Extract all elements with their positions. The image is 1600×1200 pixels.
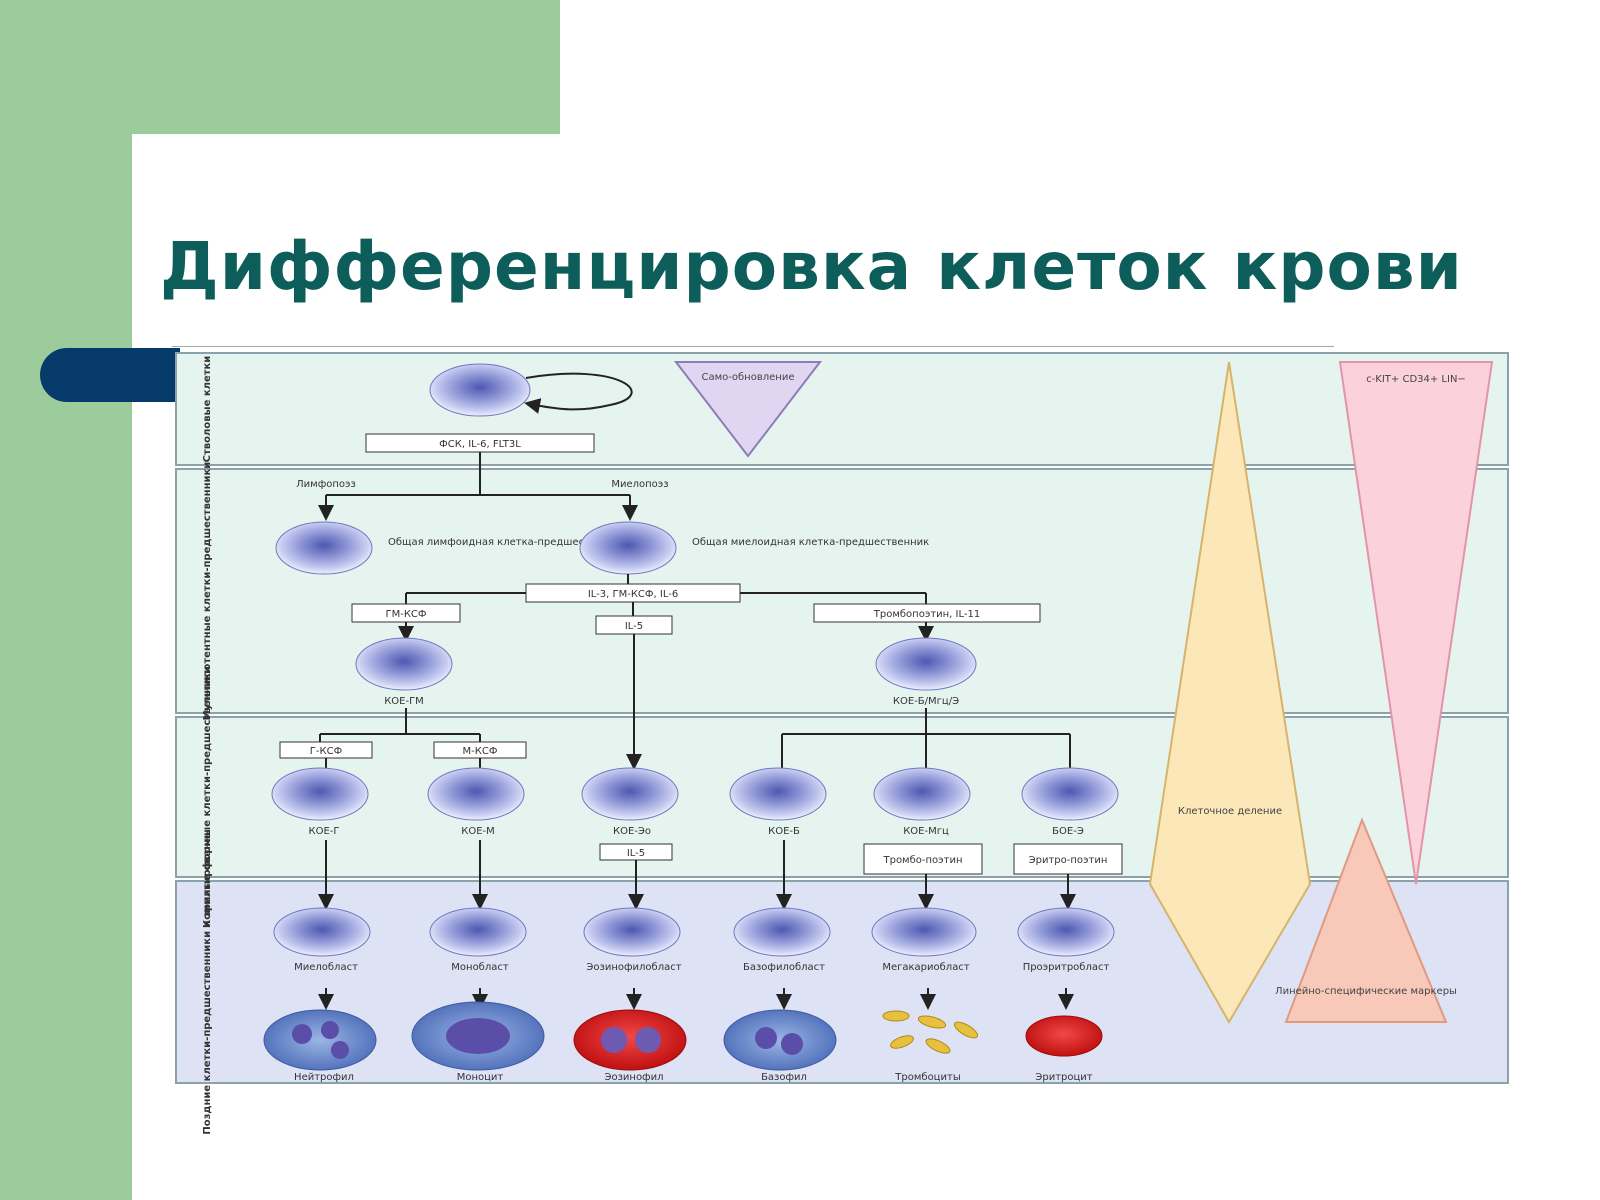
slide-title: Дифференцировка клеток крови <box>160 228 1463 305</box>
cfu-mk-label: КОЕ-Мгц <box>903 826 949 837</box>
bfu-e-cell <box>1021 767 1119 821</box>
cmp-label: Общая миелоидная клетка-предшественник <box>692 537 929 548</box>
gm-csf-label: ГМ-КСФ <box>385 609 426 620</box>
il3-label: IL-3, ГМ-КСФ, IL-6 <box>588 589 678 600</box>
neutrophil-label: Нейтрофил <box>294 1072 354 1083</box>
cfu-b-label: КОЕ-Б <box>768 826 800 837</box>
cfu-mk-cell <box>873 767 971 821</box>
navy-tab <box>40 348 180 402</box>
platelets-label: Тромбоциты <box>894 1072 960 1083</box>
megakaryoblast-cell <box>871 907 977 957</box>
cfu-g-cell <box>271 767 369 821</box>
stem-factors-label: ФСК, IL-6, FLT3L <box>439 439 521 450</box>
cfu-m-label: КОЕ-М <box>461 826 495 837</box>
basophil-cell <box>723 1009 837 1071</box>
erythropoietin-label: Эритро-поэтин <box>1029 855 1108 866</box>
row-title-committed: Коммитированные клетки-предшественники <box>202 666 213 928</box>
myelopoiesis-label: Миелопоэз <box>611 479 668 490</box>
basophiloblast-label: Базофилобласт <box>743 962 825 973</box>
self-renewal-triangle <box>673 361 823 458</box>
cfu-bmke-cell <box>875 637 977 691</box>
accent-bar-left <box>0 0 132 1200</box>
row-committed-panel <box>175 716 1509 878</box>
self-renewal-arrow <box>524 372 633 414</box>
cmp-cell <box>579 521 677 575</box>
thrombopoietin-box <box>863 843 983 875</box>
self-renewal-label: Само-обновление <box>702 372 795 383</box>
monocyte-label: Моноцит <box>457 1072 504 1083</box>
row-title-stem: Стволовые клетки <box>202 356 213 463</box>
cfu-m-cell <box>427 767 525 821</box>
cfu-eo-label: КОЕ-Эо <box>613 826 651 837</box>
proerythroblast-label: Проэритробласт <box>1023 962 1110 973</box>
platelets-cluster <box>882 1010 979 1054</box>
eosinophil-label: Эозинофил <box>604 1072 663 1083</box>
eosinophiloblast-cell <box>583 907 681 957</box>
monocyte-cell <box>411 1001 545 1071</box>
megakaryoblast-label: Мегакариобласт <box>882 962 969 973</box>
stem-markers-triangle <box>1338 361 1494 885</box>
eosinophil-cell <box>573 1009 687 1071</box>
thrombopoietin-label: Тромбо-поэтин <box>882 855 962 866</box>
cell-division-diamond <box>1148 361 1312 1024</box>
g-csf-label: Г-КСФ <box>310 746 343 757</box>
cfu-eo-cell <box>581 767 679 821</box>
myeloblast-label: Миелобласт <box>294 962 358 973</box>
cell-division-label: Клеточное деление <box>1178 806 1282 817</box>
lymphopoiesis-label: Лимфопоэз <box>296 479 356 490</box>
lineage-markers-triangle <box>1284 817 1448 1023</box>
cfu-gm-cell <box>355 637 453 691</box>
eosinophiloblast-label: Эозинофилобласт <box>586 962 681 973</box>
monoblast-label: Монобласт <box>451 962 509 973</box>
il5-bottom-label: IL-5 <box>627 848 645 859</box>
cfu-g-label: КОЕ-Г <box>309 826 340 837</box>
accent-bar-top <box>0 0 560 134</box>
clp-cell <box>275 521 373 575</box>
basophil-label: Базофил <box>761 1072 807 1083</box>
proerythroblast-cell <box>1017 907 1115 957</box>
cfu-b-cell <box>729 767 827 821</box>
m-csf-label: М-КСФ <box>463 746 498 757</box>
title-divider <box>172 346 1334 347</box>
myeloblast-cell <box>273 907 371 957</box>
cfu-bmke-label: КОЕ-Б/Мгц/Э <box>893 696 959 707</box>
neutrophil-cell <box>263 1009 377 1071</box>
stem-cell <box>429 363 531 417</box>
lineage-markers-label: Линейно-специфические маркеры <box>1275 986 1457 997</box>
cfu-gm-label: КОЕ-ГМ <box>384 696 424 707</box>
erythrocyte-label: Эритроцит <box>1035 1072 1092 1083</box>
stem-markers-label: c-KIT+ CD34+ LIN− <box>1366 374 1466 385</box>
bfu-e-label: БОЕ-Э <box>1052 826 1084 837</box>
il5-top-label: IL-5 <box>625 621 643 632</box>
erythrocyte-cell <box>1025 1015 1103 1057</box>
tpo-label: Тромбопоэтин, IL-11 <box>873 609 980 620</box>
row-title-late: Поздние клетки-предшественники и зрелые … <box>201 829 213 1134</box>
row-title-multipotent: Мультипотентные клетки-предшественники <box>202 462 213 721</box>
basophiloblast-cell <box>733 907 831 957</box>
monoblast-cell <box>429 907 527 957</box>
clp-label: Общая лимфоидная клетка-предшественник <box>388 537 628 548</box>
